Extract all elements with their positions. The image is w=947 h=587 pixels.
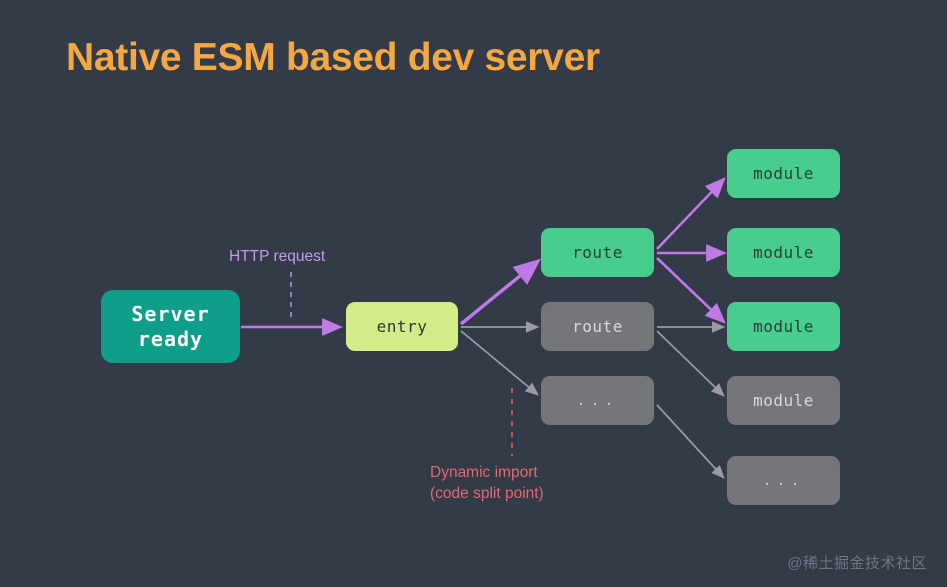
annotation-dynamic-import: Dynamic import (code split point): [430, 464, 544, 502]
node-module-2[interactable]: module: [727, 228, 840, 277]
annotation-http-request: HTTP request: [229, 248, 326, 265]
node-module-ellipsis[interactable]: ...: [727, 456, 840, 505]
watermark: @稀土掘金技术社区: [787, 555, 927, 572]
edge-route-dots-to-module-5: [656, 404, 725, 479]
node-module-1[interactable]: module: [727, 149, 840, 198]
node-route-active[interactable]: route: [541, 228, 654, 277]
edge-entry-to-route-dots: [460, 330, 539, 396]
node-route-ellipsis[interactable]: ...: [541, 376, 654, 425]
edge-route-to-module-1: [656, 177, 726, 250]
node-server-ready[interactable]: Server ready: [101, 290, 240, 363]
edge-route-to-module-3: [656, 257, 726, 324]
node-module-3[interactable]: module: [727, 302, 840, 351]
node-route-muted[interactable]: route: [541, 302, 654, 351]
edge-entry-to-route-active: [459, 258, 541, 326]
node-entry[interactable]: entry: [346, 302, 458, 351]
node-module-4[interactable]: module: [727, 376, 840, 425]
page-title: Native ESM based dev server: [66, 36, 600, 79]
edge-route-muted-to-module-4: [656, 330, 725, 397]
